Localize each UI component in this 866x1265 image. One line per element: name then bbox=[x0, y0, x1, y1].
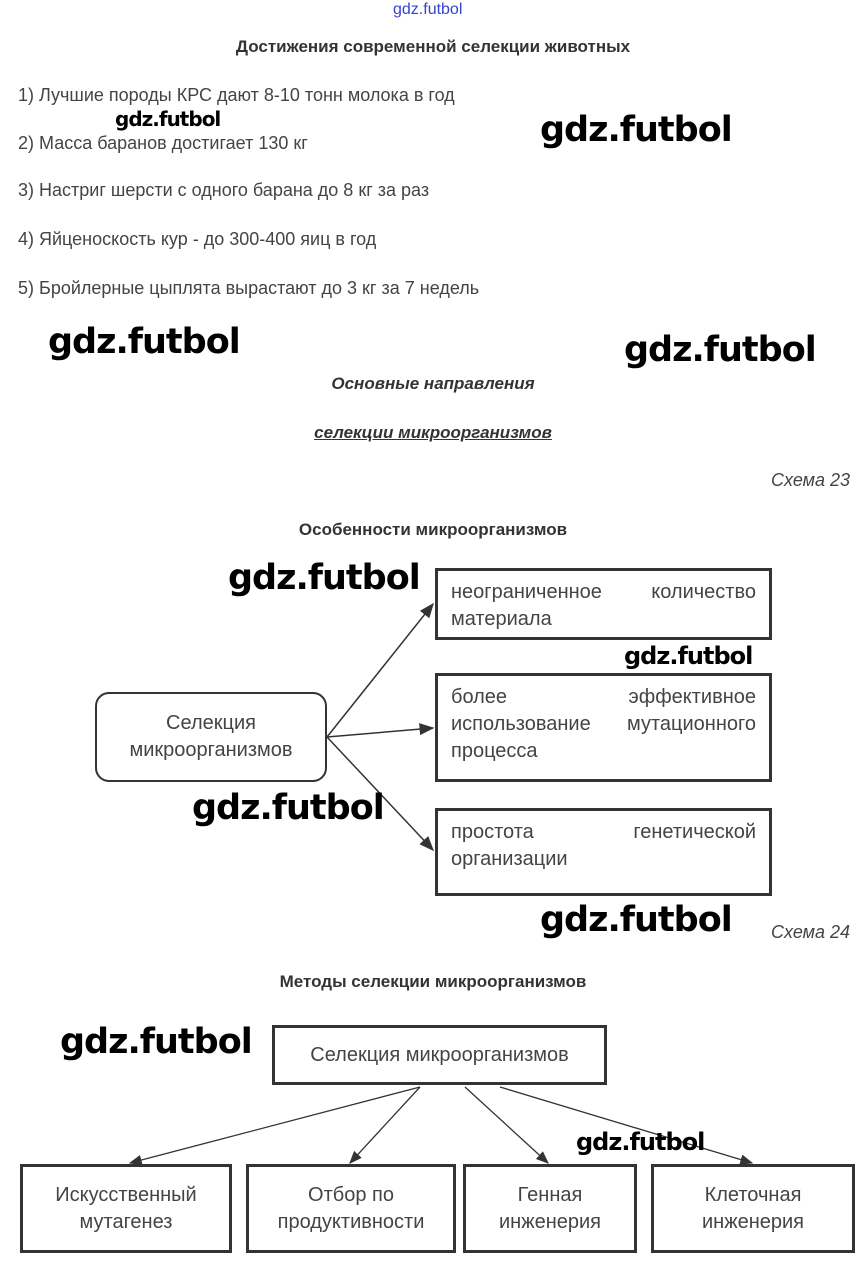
list-item: 1) Лучшие породы КРС дают 8-10 тонн моло… bbox=[18, 85, 455, 105]
child-label: Отбор по продуктивности bbox=[277, 1183, 425, 1233]
list-item: 3) Настриг шерсти с одного барана до 8 к… bbox=[18, 180, 430, 200]
watermark: gdz.futbol bbox=[115, 107, 221, 131]
source-label: Селекция микроорганизмов bbox=[129, 712, 293, 761]
watermark: gdz.futbol bbox=[192, 788, 385, 828]
scheme24-root-box: Селекция микроорганизмов bbox=[272, 1025, 607, 1085]
watermark: gdz.futbol bbox=[540, 900, 733, 940]
scheme23-target-box: неограниченное количество материала bbox=[435, 568, 772, 640]
watermark: gdz.futbol bbox=[48, 322, 241, 362]
arrow-2 bbox=[326, 723, 435, 738]
watermark: gdz.futbol bbox=[624, 330, 817, 370]
child-label: Искусственный мутагенез bbox=[55, 1183, 197, 1233]
list-item: 2) Масса баранов достигает 130 кг bbox=[18, 133, 308, 153]
watermark: gdz.futbol bbox=[624, 642, 753, 670]
target-label: более эффективное использование мутацион… bbox=[451, 686, 756, 762]
arrow-3 bbox=[326, 736, 435, 852]
watermark: gdz.futbol bbox=[576, 1128, 705, 1156]
arrow-5 bbox=[349, 1086, 421, 1164]
watermark-top: gdz.futbol bbox=[393, 1, 463, 18]
arrow-7 bbox=[499, 1086, 754, 1165]
child-label: Клеточная инженерия bbox=[701, 1183, 804, 1233]
arrow-1 bbox=[326, 602, 434, 738]
arrow-4 bbox=[128, 1086, 421, 1166]
scheme23-target-box: более эффективное использование мутацион… bbox=[435, 673, 772, 782]
scheme24-child-box: Клеточная инженерия bbox=[651, 1164, 855, 1253]
target-label: простота генетической организации bbox=[451, 821, 756, 870]
arrow-6 bbox=[464, 1086, 549, 1164]
list-item: 5) Бройлерные цыплята вырастают до 3 кг … bbox=[18, 278, 480, 298]
watermark: gdz.futbol bbox=[540, 110, 733, 150]
section2-heading: Основные направления bbox=[331, 374, 535, 393]
scheme24-child-box: Искусственный мутагенез bbox=[20, 1164, 232, 1253]
scheme23-source-box: Селекция микроорганизмов bbox=[95, 692, 327, 782]
target-label: неограниченное количество материала bbox=[451, 581, 756, 630]
scheme24-child-box: Генная инженерия bbox=[463, 1164, 637, 1253]
scheme24-title: Методы селекции микроорганизмов bbox=[279, 972, 587, 991]
scheme23-label: Схема 23 bbox=[771, 470, 850, 490]
list-item: 4) Яйценоскость кур - до 300-400 яиц в г… bbox=[18, 229, 377, 249]
root-label: Селекция микроорганизмов bbox=[310, 1043, 569, 1066]
watermark: gdz.futbol bbox=[228, 558, 421, 598]
scheme24-label: Схема 24 bbox=[771, 922, 850, 942]
child-label: Генная инженерия bbox=[498, 1183, 601, 1233]
scheme23-target-box: простота генетической организации bbox=[435, 808, 772, 896]
scheme24-child-box: Отбор по продуктивности bbox=[246, 1164, 456, 1253]
section2-subheading: селекции микроорганизмов bbox=[314, 423, 552, 442]
section1-title: Достижения современной селекции животных bbox=[235, 37, 631, 56]
scheme23-title: Особенности микроорганизмов bbox=[298, 520, 568, 539]
watermark: gdz.futbol bbox=[60, 1022, 253, 1062]
